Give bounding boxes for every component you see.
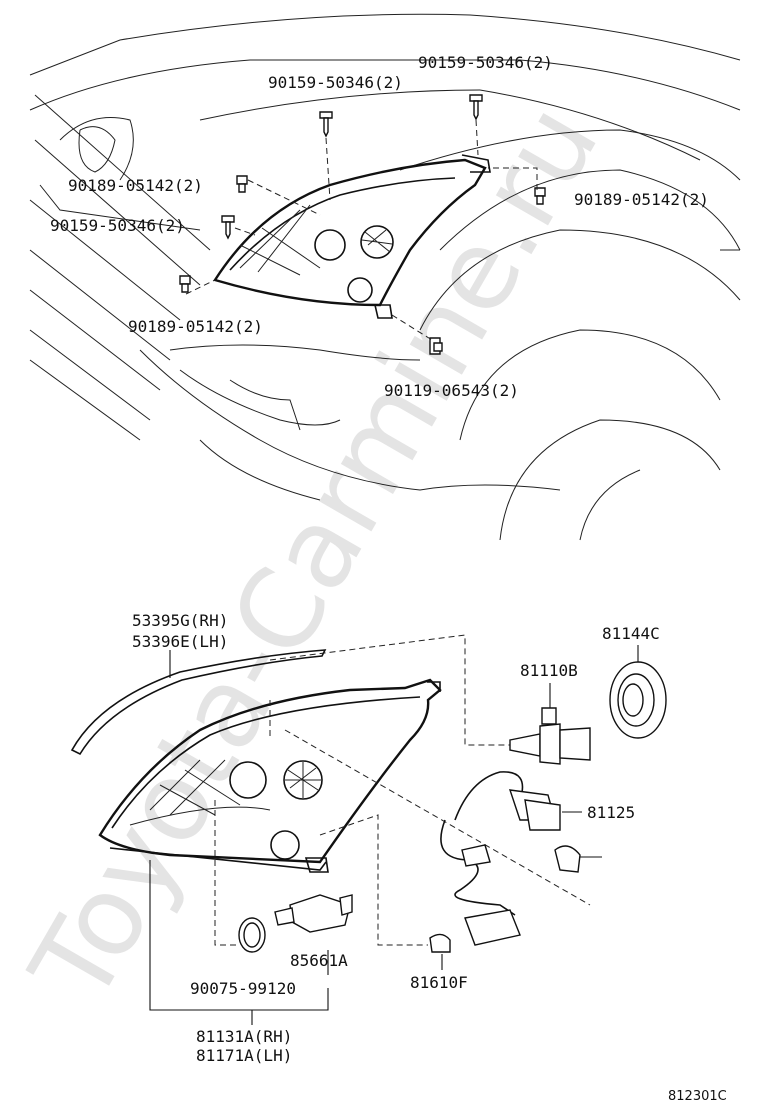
vehicle-body-outline xyxy=(29,13,741,541)
headlamp-installed xyxy=(213,154,491,319)
label-screw-top-center: 90159-50346(2) xyxy=(268,73,403,92)
label-bolt-lower-left: 90189-05142(2) xyxy=(128,317,263,336)
clip-nut xyxy=(429,337,443,355)
label-seal-rh: 53395G(RH) xyxy=(132,611,228,630)
label-assy-lh: 81171A(LH) xyxy=(196,1046,292,1065)
label-assy-rh: 81131A(RH) xyxy=(196,1027,292,1046)
label-bolt-right: 90189-05142(2) xyxy=(574,190,709,209)
screw-top-right xyxy=(469,94,483,121)
label-seal-lh: 53396E(LH) xyxy=(132,632,228,651)
label-o-ring: 90075-99120 xyxy=(190,979,296,998)
label-screw-left: 90159-50346(2) xyxy=(50,216,185,235)
label-bolt-upper-left: 90189-05142(2) xyxy=(68,176,203,195)
screw-left xyxy=(221,215,235,240)
o-ring xyxy=(238,917,266,953)
screw-top-center xyxy=(319,111,333,138)
headlamp-bulb xyxy=(509,707,591,765)
diagram-reference-number: 812301C xyxy=(668,1089,727,1104)
wedge-bulb xyxy=(429,933,451,953)
label-actuator: 85661A xyxy=(290,951,348,970)
socket-harness xyxy=(440,771,561,946)
label-rubber-cover: 81144C xyxy=(602,624,660,643)
label-headlamp-bulb: 81110B xyxy=(520,661,578,680)
bolt-lower-left xyxy=(179,275,191,293)
headlamp-unit xyxy=(98,678,442,873)
small-bulb xyxy=(554,845,581,873)
leveling-actuator xyxy=(274,894,353,933)
label-wedge-bulb: 81610F xyxy=(410,973,468,992)
label-screw-top-right: 90159-50346(2) xyxy=(418,53,553,72)
label-clip-nut: 90119-06543(2) xyxy=(384,381,519,400)
label-socket: 81125 xyxy=(587,803,635,822)
bolt-upper-left xyxy=(236,175,248,193)
rubber-cover xyxy=(609,661,667,739)
bolt-right xyxy=(534,187,546,205)
